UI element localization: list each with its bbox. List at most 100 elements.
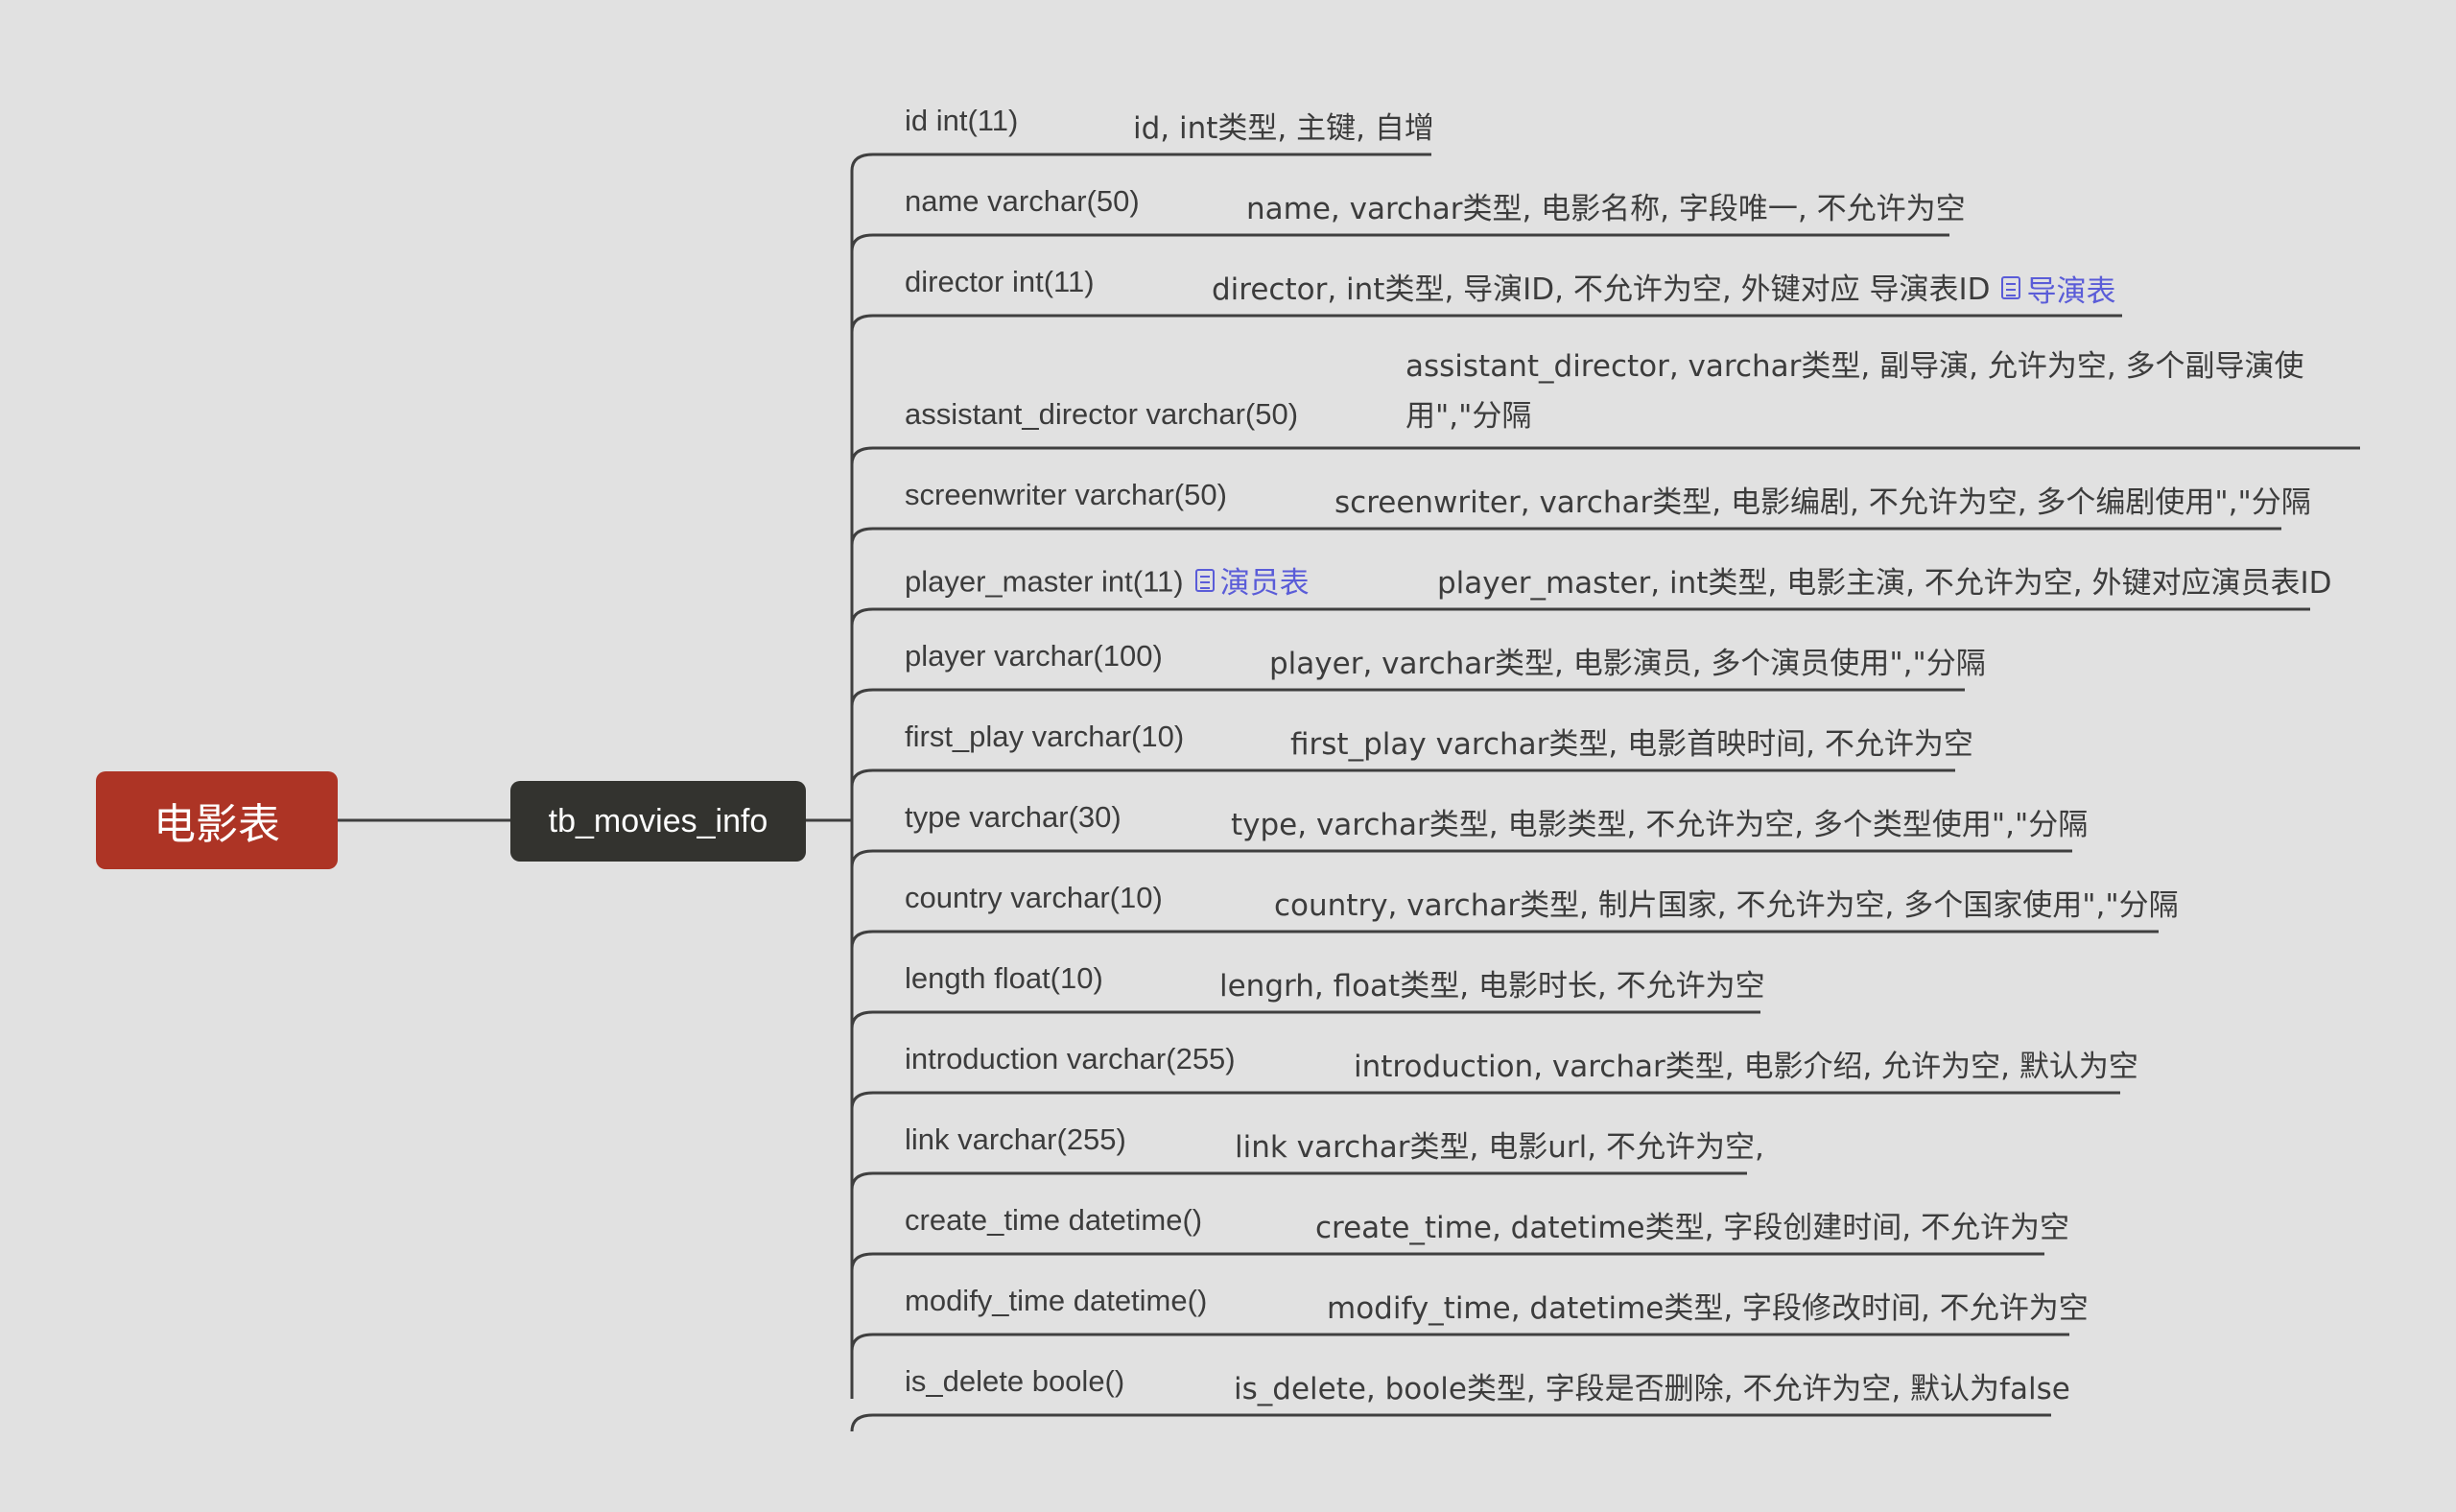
field-name: introduction varchar(255) (905, 1042, 1236, 1076)
field-description-text: introduction, varchar类型, 电影介绍, 允许为空, 默认为… (1354, 1050, 2138, 1084)
topic-link-icon (1194, 568, 1215, 592)
topic-link[interactable]: 演员表 (1194, 558, 1310, 602)
field-name-text: id int(11) (905, 104, 1019, 137)
field-description: player, varchar类型, 电影演员, 多个演员使用","分隔 (1269, 639, 1986, 682)
field-description: screenwriter, varchar类型, 电影编剧, 不允许为空, 多个… (1334, 478, 2311, 521)
field-name: length float(10) (905, 961, 1103, 996)
field-name: screenwriter varchar(50) (905, 478, 1227, 512)
field-name-text: is_delete boole() (905, 1364, 1125, 1398)
field-name-text: first_play varchar(10) (905, 720, 1185, 753)
field-row[interactable]: type varchar(30) type, varchar类型, 电影类型, 不… (905, 800, 2088, 877)
field-row[interactable]: length float(10) lengrh, float类型, 电影时长, 不… (905, 961, 1765, 1038)
branch-line (850, 1091, 2120, 1110)
field-row[interactable]: first_play varchar(10) first_play varchar… (905, 720, 1973, 796)
branch-line (850, 153, 1431, 172)
field-name: director int(11) (905, 265, 1095, 299)
field-name: is_delete boole() (905, 1364, 1124, 1399)
field-description: assistant_director, varchar类型, 副导演, 允许为空… (1405, 342, 2360, 441)
field-name: link varchar(255) (905, 1122, 1126, 1157)
field-description-text: screenwriter, varchar类型, 电影编剧, 不允许为空, 多个… (1334, 485, 2311, 520)
branch-line (850, 314, 2122, 333)
field-description: is_delete, boole类型, 字段是否删除, 不允许为空, 默认为fa… (1234, 1364, 2070, 1407)
field-row[interactable]: introduction varchar(255) introduction, v… (905, 1042, 2138, 1119)
field-description-text: id, int类型, 主键, 自增 (1133, 111, 1434, 146)
field-description-text: first_play varchar类型, 电影首映时间, 不允许为空 (1290, 727, 1973, 762)
field-row[interactable]: is_delete boole() is_delete, boole类型, 字段是… (905, 1364, 2070, 1441)
field-name-text: country varchar(10) (905, 881, 1163, 914)
field-name-text: introduction varchar(255) (905, 1042, 1236, 1075)
field-row[interactable]: assistant_director varchar(50) assistant_… (905, 345, 2360, 434)
branch-line (850, 1252, 2044, 1271)
branch-line (850, 768, 1955, 788)
field-description: director, int类型, 导演ID, 不允许为空, 外键对应 导演表ID… (1212, 265, 2115, 310)
field-name: player varchar(100) (905, 639, 1163, 673)
branch-line (850, 1333, 2069, 1352)
branch-line (850, 446, 2360, 465)
field-description-text: is_delete, boole类型, 字段是否删除, 不允许为空, 默认为fa… (1234, 1372, 2070, 1406)
field-name-text: assistant_director varchar(50) (905, 397, 1299, 431)
field-name: create_time datetime() (905, 1203, 1202, 1238)
branch-line (850, 688, 1965, 707)
field-name-text: director int(11) (905, 265, 1095, 298)
field-name: modify_time datetime() (905, 1284, 1207, 1318)
field-name-text: link varchar(255) (905, 1122, 1126, 1156)
table-node-label: tb_movies_info (548, 802, 768, 839)
field-description-text: lengrh, float类型, 电影时长, 不允许为空 (1219, 969, 1765, 1004)
field-name: country varchar(10) (905, 881, 1163, 915)
field-description: introduction, varchar类型, 电影介绍, 允许为空, 默认为… (1354, 1042, 2138, 1085)
field-description: link varchar类型, 电影url, 不允许为空, (1235, 1122, 1764, 1166)
topic-link-label: 演员表 (1219, 566, 1310, 601)
field-name: player_master int(11) 演员表 (905, 558, 1310, 602)
field-row[interactable]: player varchar(100) player, varchar类型, 电影… (905, 639, 1986, 716)
field-name: id int(11) (905, 104, 1018, 138)
field-description-text: player_master, int类型, 电影主演, 不允许为空, 外键对应演… (1437, 566, 2332, 601)
field-row[interactable]: id int(11) id, int类型, 主键, 自增 (905, 104, 1434, 180)
field-row[interactable]: player_master int(11) 演员表 player_master, i… (905, 558, 2332, 635)
root-node-label: 电影表 (154, 800, 280, 849)
field-name: assistant_director varchar(50) (905, 397, 1298, 432)
branch-line (850, 1171, 1747, 1191)
branch-line (850, 233, 1949, 252)
field-description-text: director, int类型, 导演ID, 不允许为空, 外键对应 导演表ID (1212, 272, 1991, 307)
field-row[interactable]: country varchar(10) country, varchar类型, 制… (905, 881, 2179, 957)
field-description: country, varchar类型, 制片国家, 不允许为空, 多个国家使用"… (1274, 881, 2179, 924)
field-name: name varchar(50) (905, 184, 1140, 219)
table-node[interactable]: tb_movies_info (510, 781, 806, 862)
field-name-text: player varchar(100) (905, 639, 1163, 673)
field-name-text: name varchar(50) (905, 184, 1140, 218)
field-description: type, varchar类型, 电影类型, 不允许为空, 多个类型使用","分… (1231, 800, 2088, 843)
field-name-text: player_master int(11) (905, 564, 1184, 599)
field-name-text: create_time datetime() (905, 1203, 1203, 1237)
field-row[interactable]: name varchar(50) name, varchar类型, 电影名称, 字… (905, 184, 1966, 261)
field-row[interactable]: modify_time datetime() modify_time, datet… (905, 1284, 2089, 1360)
field-name-text: screenwriter varchar(50) (905, 478, 1227, 511)
field-row[interactable]: create_time datetime() create_time, datet… (905, 1203, 2069, 1280)
field-description-text: link varchar类型, 电影url, 不允许为空, (1235, 1130, 1764, 1165)
field-row[interactable]: screenwriter varchar(50) screenwriter, va… (905, 478, 2311, 555)
field-description-text: type, varchar类型, 电影类型, 不允许为空, 多个类型使用","分… (1231, 808, 2089, 842)
topic-link-icon (2001, 276, 2021, 299)
field-name-text: modify_time datetime() (905, 1284, 1208, 1317)
field-name-text: type varchar(30) (905, 800, 1122, 834)
field-name: first_play varchar(10) (905, 720, 1184, 754)
field-row[interactable]: director int(11) director, int类型, 导演ID, 不… (905, 265, 2122, 342)
field-description-text: name, varchar类型, 电影名称, 字段唯一, 不允许为空 (1246, 192, 1966, 226)
field-description: create_time, datetime类型, 字段创建时间, 不允许为空 (1315, 1203, 2069, 1246)
field-row[interactable]: link varchar(255) link varchar类型, 电影url, … (905, 1122, 1764, 1199)
field-description: modify_time, datetime类型, 字段修改时间, 不允许为空 (1327, 1284, 2089, 1327)
field-name: type varchar(30) (905, 800, 1122, 835)
field-description-text: country, varchar类型, 制片国家, 不允许为空, 多个国家使用"… (1274, 888, 2179, 923)
field-description-text: create_time, datetime类型, 字段创建时间, 不允许为空 (1315, 1211, 2070, 1245)
field-description: id, int类型, 主键, 自增 (1133, 104, 1434, 147)
field-description-text: modify_time, datetime类型, 字段修改时间, 不允许为空 (1327, 1291, 2089, 1326)
branch-line (850, 930, 2159, 949)
branch-line (850, 1010, 1760, 1029)
root-node[interactable]: 电影表 (96, 771, 338, 869)
field-description: first_play varchar类型, 电影首映时间, 不允许为空 (1290, 720, 1973, 763)
field-description-text: player, varchar类型, 电影演员, 多个演员使用","分隔 (1269, 647, 1986, 681)
field-description-text: assistant_director, varchar类型, 副导演, 允许为空… (1405, 349, 2304, 434)
branch-line (850, 849, 2072, 868)
topic-link[interactable]: 导演表 (2001, 267, 2115, 310)
